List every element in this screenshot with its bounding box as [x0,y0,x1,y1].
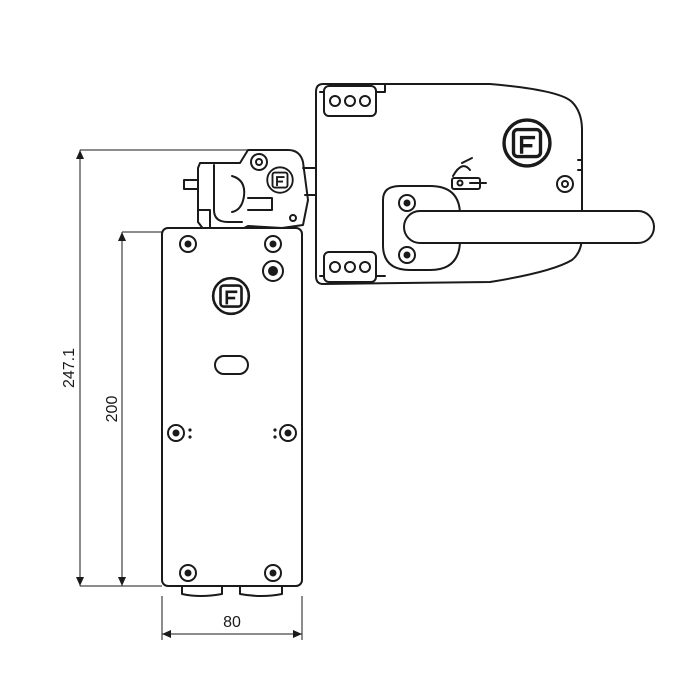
actuator-pivot [289,214,297,222]
switch-body [161,227,303,597]
actuator-cam [231,175,246,213]
actuator-latch [247,197,273,211]
dimension-label-body-height: 200 [104,396,121,423]
body-screw-top-left [179,235,197,253]
body-screw-bottom-left [179,564,197,582]
actuator-connector [302,167,317,196]
hinge-mark-right [273,428,277,439]
dimension-body-width: 80 [161,596,303,640]
housing-right-notch [577,159,583,171]
actuator-pin [183,179,199,190]
led-window [214,355,249,375]
actuator-tab [197,209,211,229]
actuator-assembly [183,149,317,231]
actuator-small-screw [250,153,268,171]
conduit-entry-right [239,585,283,597]
dimension-overall-height: 247.1 [61,149,248,587]
auxiliary-release-icon [262,260,284,282]
body-screw-bottom-right [264,564,282,582]
body-logo-icon [211,276,251,316]
lever-handle-bar [403,210,655,244]
actuator-logo-icon [266,166,294,194]
padlock-symbol-icon [451,157,487,190]
body-screw-mid-left [167,424,185,442]
hinge-mark-left [188,428,192,439]
top-mounting-block [323,85,377,117]
body-screw-mid-right [279,424,297,442]
conduit-entry-left [181,585,223,597]
dimension-label-body-width: 80 [223,614,241,631]
dimension-label-overall-height: 247.1 [61,348,78,388]
body-screw-top-right [264,235,282,253]
bottom-mounting-block [323,251,377,283]
actuator-slot [213,164,243,223]
dimension-body-height: 200 [104,231,162,586]
housing-right-hole [556,175,574,193]
handle-assembly [315,83,655,285]
handle-logo-icon [502,118,552,168]
switch-body-outline [161,227,303,587]
